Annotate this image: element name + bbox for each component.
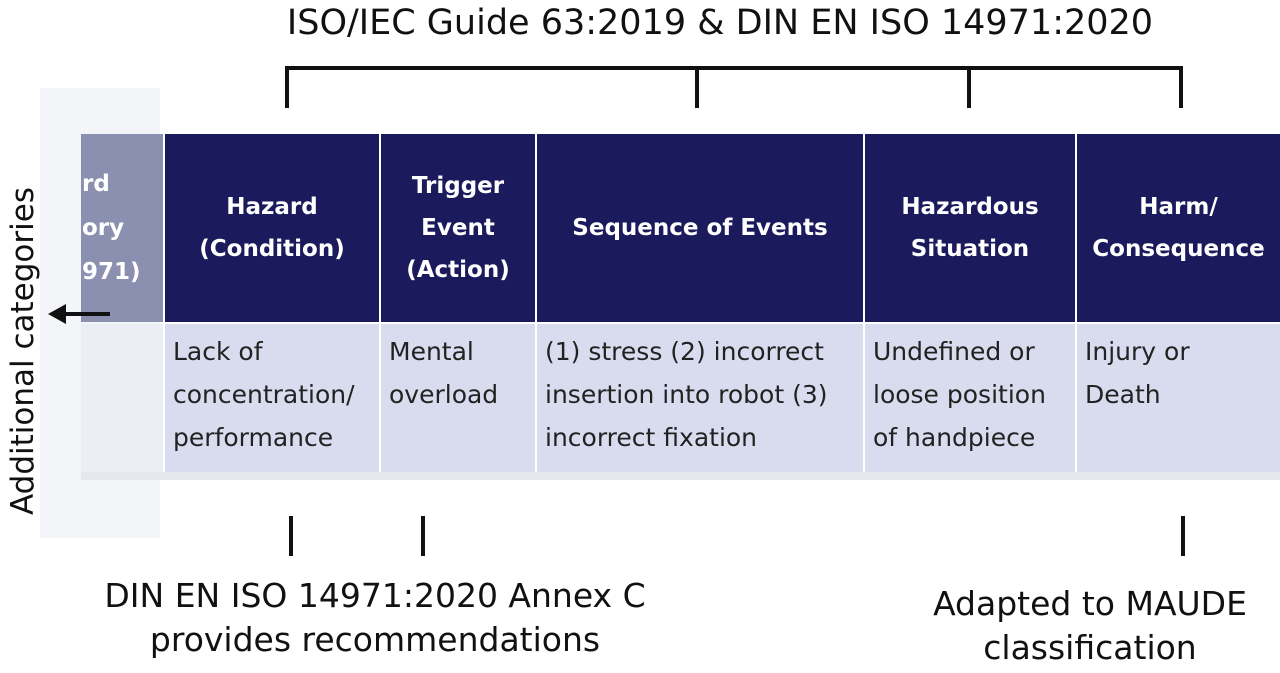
cell-trigger-event: Mental overload	[381, 324, 535, 472]
header-hazard-line-1: Hazard	[226, 194, 318, 220]
cell-harm-consequence: Injury or Death	[1077, 324, 1280, 472]
bottom-left-note: DIN EN ISO 14971:2020 Annex C provides r…	[70, 574, 680, 662]
header-hazardous-situation: Hazardous Situation	[865, 134, 1075, 322]
cell-hazardous-situation: Undefined or loose position of handpiece	[865, 324, 1075, 472]
top-standards-label: ISO/IEC Guide 63:2019 & DIN EN ISO 14971…	[286, 3, 1154, 43]
header-hazardous-line-1: Hazardous	[901, 194, 1039, 220]
header-trigger-line-1: Trigger	[411, 173, 505, 199]
header-hazardous-line-2: Situation	[910, 236, 1030, 262]
bottom-left-note-line-2: provides recommendations	[149, 620, 601, 659]
table-bottom-shadow	[81, 472, 1280, 480]
header-harm-line-1: Harm/	[1139, 194, 1218, 220]
header-partial-line-3: 971)	[82, 259, 141, 285]
cell-sequence-of-events: (1) stress (2) incorrect insertion into …	[537, 324, 863, 472]
tick-harm	[1181, 516, 1185, 556]
header-sequence-line-1: Sequence of Events	[572, 215, 828, 241]
header-trigger-line-2: Event	[421, 215, 495, 241]
header-hazard-line-2: (Condition)	[199, 236, 345, 262]
bottom-right-note-line-2: classification	[983, 628, 1197, 667]
side-label: Additional categories	[0, 187, 49, 515]
bottom-right-note: Adapted to MAUDE classification	[900, 582, 1280, 670]
tick-trigger	[421, 516, 425, 556]
header-sequence-of-events: Sequence of Events	[537, 134, 863, 322]
header-harm-consequence: Harm/ Consequence	[1077, 134, 1280, 322]
header-trigger-line-3: (Action)	[406, 257, 510, 283]
row-partial-cell	[81, 324, 163, 472]
cell-hazard: Lack of concentration/ performance	[165, 324, 379, 472]
header-hazard: Hazard (Condition)	[165, 134, 379, 322]
header-partial-line-2: ory	[82, 215, 125, 241]
header-partial-line-1: rd	[82, 171, 110, 197]
left-arrow-icon	[48, 304, 110, 324]
tick-hazard	[289, 516, 293, 556]
bottom-left-note-line-1: DIN EN ISO 14971:2020 Annex C	[104, 576, 646, 615]
header-partial-category: rd ory 971)	[81, 134, 163, 322]
header-trigger-event: Trigger Event (Action)	[381, 134, 535, 322]
side-label-text: Additional categories	[5, 187, 41, 515]
top-bracket	[285, 66, 1183, 108]
bottom-right-note-line-1: Adapted to MAUDE	[933, 584, 1247, 623]
header-harm-line-2: Consequence	[1092, 236, 1265, 262]
